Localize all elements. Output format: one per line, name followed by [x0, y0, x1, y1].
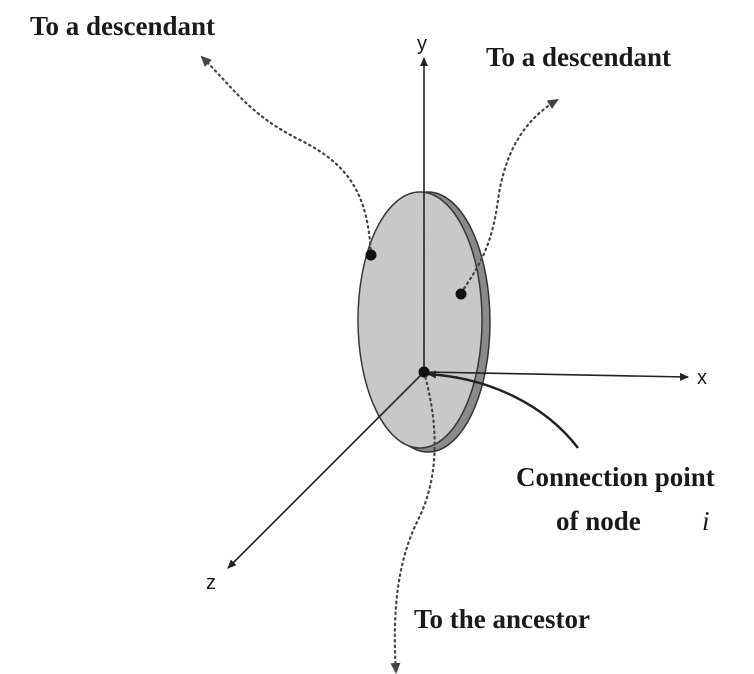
connection-label-line2: of node: [556, 506, 641, 536]
connection-pointer: [427, 370, 579, 449]
x-axis-label: x: [697, 367, 707, 389]
path-to-left-descendant: [200, 55, 373, 257]
path-to-ancestor: [390, 370, 436, 674]
y-axis-label: y: [417, 33, 427, 55]
connection-label-line1: Connection point: [516, 462, 715, 492]
z-axis-label: z: [206, 572, 216, 594]
z-axis: [227, 371, 425, 569]
left-descendant-point: [365, 249, 377, 261]
left-descendant-label: To a descendant: [30, 11, 215, 41]
path-to-right-descendant: [459, 98, 559, 295]
node-variable: i: [702, 506, 710, 536]
x-axis: [423, 371, 689, 381]
right-descendant-point: [455, 288, 467, 300]
right-descendant-label: To a descendant: [486, 42, 671, 72]
ancestor-label: To the ancestor: [414, 604, 590, 634]
connection-point: [418, 366, 430, 378]
